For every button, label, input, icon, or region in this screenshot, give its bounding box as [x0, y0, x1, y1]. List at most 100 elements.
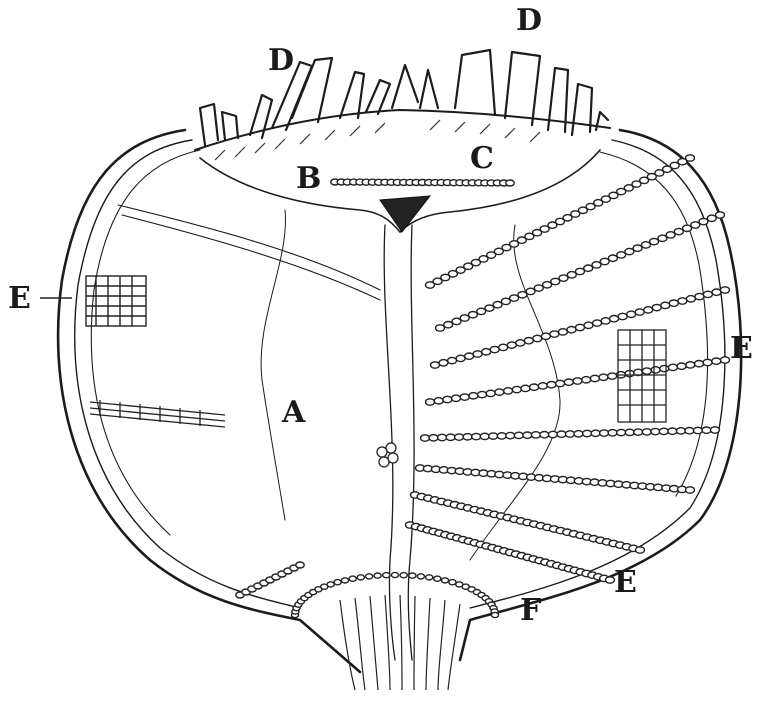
chain-bead: [504, 388, 513, 394]
chain-bead: [486, 390, 495, 396]
chain-bead: [695, 361, 704, 367]
chain-bead: [651, 428, 660, 434]
chain-bead: [658, 235, 667, 241]
chain-bead: [711, 427, 720, 433]
chain-bead: [516, 340, 525, 346]
central-wedge: [380, 196, 430, 232]
chain-bead: [524, 338, 533, 344]
chain-bead: [685, 428, 694, 434]
chain-bead: [506, 432, 515, 438]
chain-bead: [551, 278, 560, 284]
chain-bead: [460, 394, 469, 400]
chain-bead: [327, 582, 334, 587]
chain-bead: [574, 431, 583, 437]
chain-bead: [600, 430, 609, 436]
chain-bead: [608, 255, 617, 261]
chain-bead: [566, 431, 575, 437]
chain-bead: [491, 612, 498, 617]
bc-chain: [331, 179, 514, 186]
chain-bead: [446, 434, 455, 440]
chain-bead: [576, 324, 585, 330]
chain-bead: [712, 358, 721, 364]
chain-bead: [480, 433, 489, 439]
stem-fibres: [340, 595, 460, 690]
chain-bead: [456, 355, 465, 361]
chain-bead: [460, 315, 469, 321]
chain-bead: [652, 304, 661, 310]
chain-bead: [366, 574, 373, 579]
chain-bead: [495, 389, 504, 395]
chain-bead: [691, 222, 700, 228]
label-f: F: [520, 593, 541, 628]
label-e-right: E: [730, 331, 753, 366]
chain-bead: [521, 385, 530, 391]
chain-bead: [712, 289, 721, 295]
woven-strip-left: [90, 400, 225, 427]
chain-bead: [559, 275, 568, 281]
chain-bead: [666, 232, 675, 238]
chain-bead: [661, 302, 670, 308]
label-a: A: [281, 395, 306, 430]
chain-bead: [567, 327, 576, 333]
chain-bead: [669, 300, 678, 306]
chain-bead: [601, 318, 610, 324]
chain-bead: [617, 252, 626, 258]
chain-bead: [634, 429, 643, 435]
chain-bead: [499, 344, 508, 350]
chain-bead: [436, 325, 445, 331]
chain-bead: [400, 573, 407, 578]
chain-bead: [592, 262, 601, 268]
chain-bead: [455, 434, 464, 440]
right-chains: [406, 155, 730, 583]
chain-bead: [617, 429, 626, 435]
fringe-top-right: [455, 50, 608, 135]
chain-bead: [625, 429, 634, 435]
label-d-right: D: [516, 3, 542, 38]
chain-bead: [531, 432, 540, 438]
chain-bead: [374, 573, 381, 578]
chain-bead: [540, 432, 549, 438]
chain-bead: [383, 573, 390, 578]
chain-bead: [417, 574, 424, 579]
label-b: B: [296, 161, 321, 196]
chain-bead: [548, 431, 557, 437]
chain-bead: [518, 292, 527, 298]
chain-bead: [431, 362, 440, 368]
chain-bead: [409, 573, 416, 578]
chain-bead: [478, 391, 487, 397]
chain-bead: [468, 312, 477, 318]
chain-bead: [627, 311, 636, 317]
chain-bead: [543, 282, 552, 288]
chain-bead: [558, 329, 567, 335]
chain-bead: [507, 342, 516, 348]
chain-bead: [493, 302, 502, 308]
chain-bead: [686, 362, 695, 368]
chain-bead: [482, 349, 491, 355]
chain-bead: [465, 353, 474, 359]
chain-bead: [443, 396, 452, 402]
chain-bead: [678, 298, 687, 304]
chain-bead: [584, 322, 593, 328]
chain-bead: [438, 434, 447, 440]
chain-bead: [668, 428, 677, 434]
chain-bead: [530, 384, 539, 390]
label-e-bottom: E: [614, 565, 637, 600]
chain-bead: [610, 316, 619, 322]
label-d-left: D: [268, 43, 294, 78]
septum: [118, 150, 600, 660]
chain-bead: [625, 248, 634, 254]
chain-bead: [391, 572, 398, 577]
chain-bead: [434, 576, 441, 581]
chain-bead: [564, 379, 573, 385]
chain-bead: [703, 359, 712, 365]
chain-bead: [426, 575, 433, 580]
chain-bead: [582, 377, 591, 383]
chain-bead: [349, 576, 356, 581]
chain-bead: [721, 287, 730, 293]
chain-bead: [608, 430, 617, 436]
chain-bead: [707, 215, 716, 221]
chain-bead: [485, 305, 494, 311]
chain-bead: [686, 296, 695, 302]
chain-bead: [534, 285, 543, 291]
chain-bead: [506, 180, 514, 186]
